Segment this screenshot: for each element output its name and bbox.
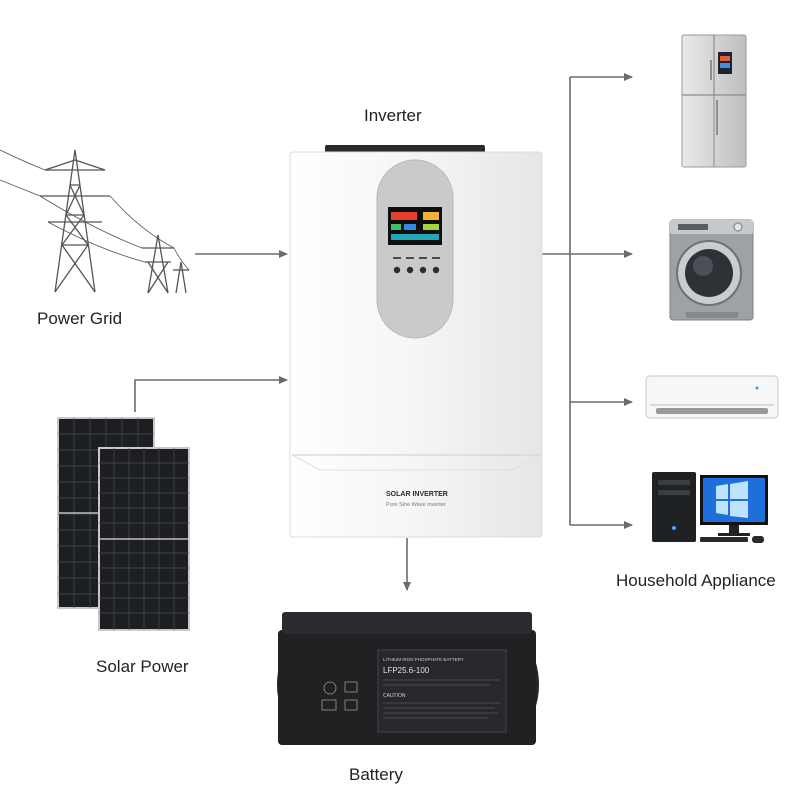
inverter-label: Inverter <box>364 106 422 125</box>
battery-model-text: LFP25.6-100 <box>383 666 430 675</box>
fridge-icon <box>681 34 747 168</box>
battery-label-plate <box>377 649 507 733</box>
inverter-body <box>289 151 543 538</box>
lcd-readout <box>391 212 439 240</box>
solar-power-label: Solar Power <box>96 657 189 676</box>
inverter-buttons <box>393 257 440 274</box>
washer-icon <box>669 219 754 321</box>
solar-panel-icon <box>57 417 190 631</box>
household-appliance-label: Household Appliance <box>616 571 776 590</box>
connectors <box>134 73 633 591</box>
inverter-unit: SOLAR INVERTER Pure Sine Wave Inverter <box>289 145 543 538</box>
inverter-button <box>393 266 401 274</box>
solar-arrow <box>134 376 288 412</box>
air-conditioner-icon <box>645 375 779 419</box>
power-grid-label: Power Grid <box>37 309 123 328</box>
battery-title-text: LITHIUM IRON PHOSPHATE BATTERY <box>383 657 464 662</box>
certification-icon <box>321 681 358 711</box>
solar-panel-front <box>98 447 190 631</box>
computer-icon <box>652 472 768 543</box>
battery-caution-text: CAUTION <box>383 693 406 699</box>
inverter-button <box>406 266 414 274</box>
battery-unit: LITHIUM IRON PHOSPHATE BATTERY LFP25.6-1… <box>277 612 539 745</box>
inverter-subtitle-text: Pure Sine Wave Inverter <box>386 502 446 508</box>
battery-top-lid <box>282 612 532 634</box>
battery-label: Battery <box>349 765 403 784</box>
power-tower-icon <box>0 149 190 294</box>
inverter-control-panel <box>376 159 454 339</box>
inverter-brand-text: SOLAR INVERTER <box>386 491 448 498</box>
inverter-button <box>419 266 427 274</box>
inverter-button <box>432 266 440 274</box>
